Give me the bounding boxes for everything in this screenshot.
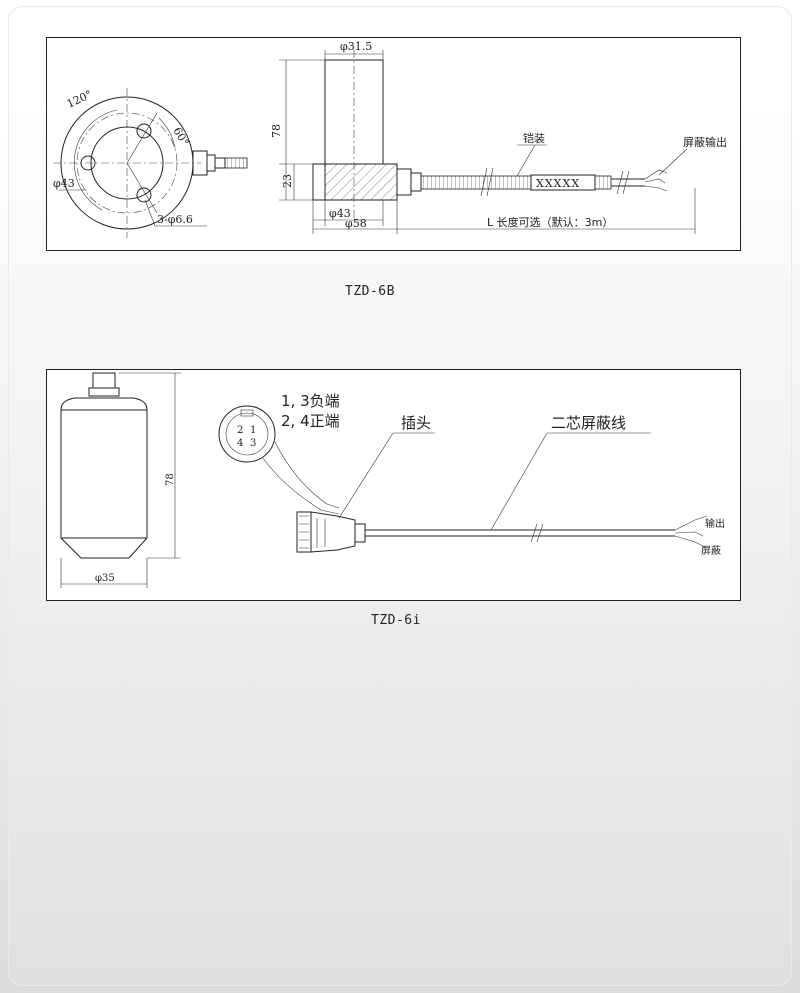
drawing-panel-tzd-6b: 120° 60° φ43 3-φ6.6 <box>46 37 741 251</box>
bolt-hole-3 <box>136 187 152 203</box>
dim-23-base-height: 23 <box>281 174 294 188</box>
cable-length-label: L 长度可选（默认：3m） <box>487 215 613 229</box>
pin-note-negative: 1, 3负端 <box>281 392 340 410</box>
pin-2: 2 <box>237 425 243 436</box>
dim-bolt-holes: 3-φ6.6 <box>157 213 193 226</box>
plug-pin-detail: 2 1 4 3 1, 3负端 2, 4正端 <box>218 392 340 515</box>
plug-body <box>310 511 356 553</box>
bolt-hole-1 <box>136 123 152 139</box>
output-wire-label: 输出 <box>705 517 725 530</box>
pin-1: 1 <box>250 425 256 436</box>
sensor-tip <box>60 537 148 559</box>
dim-phi58: φ58 <box>345 217 367 230</box>
sensor-body-6i: 78 φ35 <box>60 372 181 588</box>
sensor-base-hatched <box>312 163 398 201</box>
shield-wire-label: 屏蔽 <box>701 545 721 557</box>
cable-marking: XXXXX <box>536 177 580 190</box>
plug-label: 插头 <box>401 414 431 432</box>
sensor-cylinder <box>60 409 148 539</box>
plug-and-cable: 插头 二芯屏蔽线 输出 屏蔽 <box>296 414 725 557</box>
pin-note-positive: 2, 4正端 <box>281 412 340 430</box>
dim-phi43-base: φ43 <box>329 207 351 220</box>
pin-4: 4 <box>237 438 243 449</box>
dim-78-height: 78 <box>270 124 283 138</box>
dim-phi31-5: φ31.5 <box>340 40 372 53</box>
armor-label: 铠装 <box>523 131 545 145</box>
top-connector <box>92 372 116 389</box>
armored-cable <box>420 175 532 190</box>
sensor-side-view: φ31.5 78 23 φ43 φ58 铠装 XXXXX 屏蔽输出 L 长度可选… <box>270 40 727 234</box>
drawing-tzd-6i: 78 φ35 2 1 4 3 1, 3负端 2, 4正端 <box>60 372 725 588</box>
plug-face-circle <box>218 405 276 463</box>
angle-120-label: 120° <box>65 88 95 111</box>
drawing-panel-tzd-6i: 78 φ35 2 1 4 3 1, 3负端 2, 4正端 <box>46 369 741 601</box>
caption-tzd-6i: TZD-6i <box>371 613 421 628</box>
caption-tzd-6b: TZD-6B <box>345 284 395 299</box>
shield-output-label: 屏蔽输出 <box>683 135 727 149</box>
dim-phi43-top-view: φ43 <box>53 177 75 190</box>
pin-3: 3 <box>250 438 256 449</box>
shielded-cable-label: 二芯屏蔽线 <box>551 414 626 432</box>
flange-top-view: 120° 60° φ43 3-φ6.6 <box>53 88 248 238</box>
dim-78-height-6i: 78 <box>165 473 176 486</box>
cable-wire-ends <box>674 515 708 549</box>
dim-phi35: φ35 <box>95 573 115 584</box>
drawing-tzd-6b: 120° 60° φ43 3-φ6.6 <box>53 40 727 238</box>
wire-ends <box>644 169 668 192</box>
